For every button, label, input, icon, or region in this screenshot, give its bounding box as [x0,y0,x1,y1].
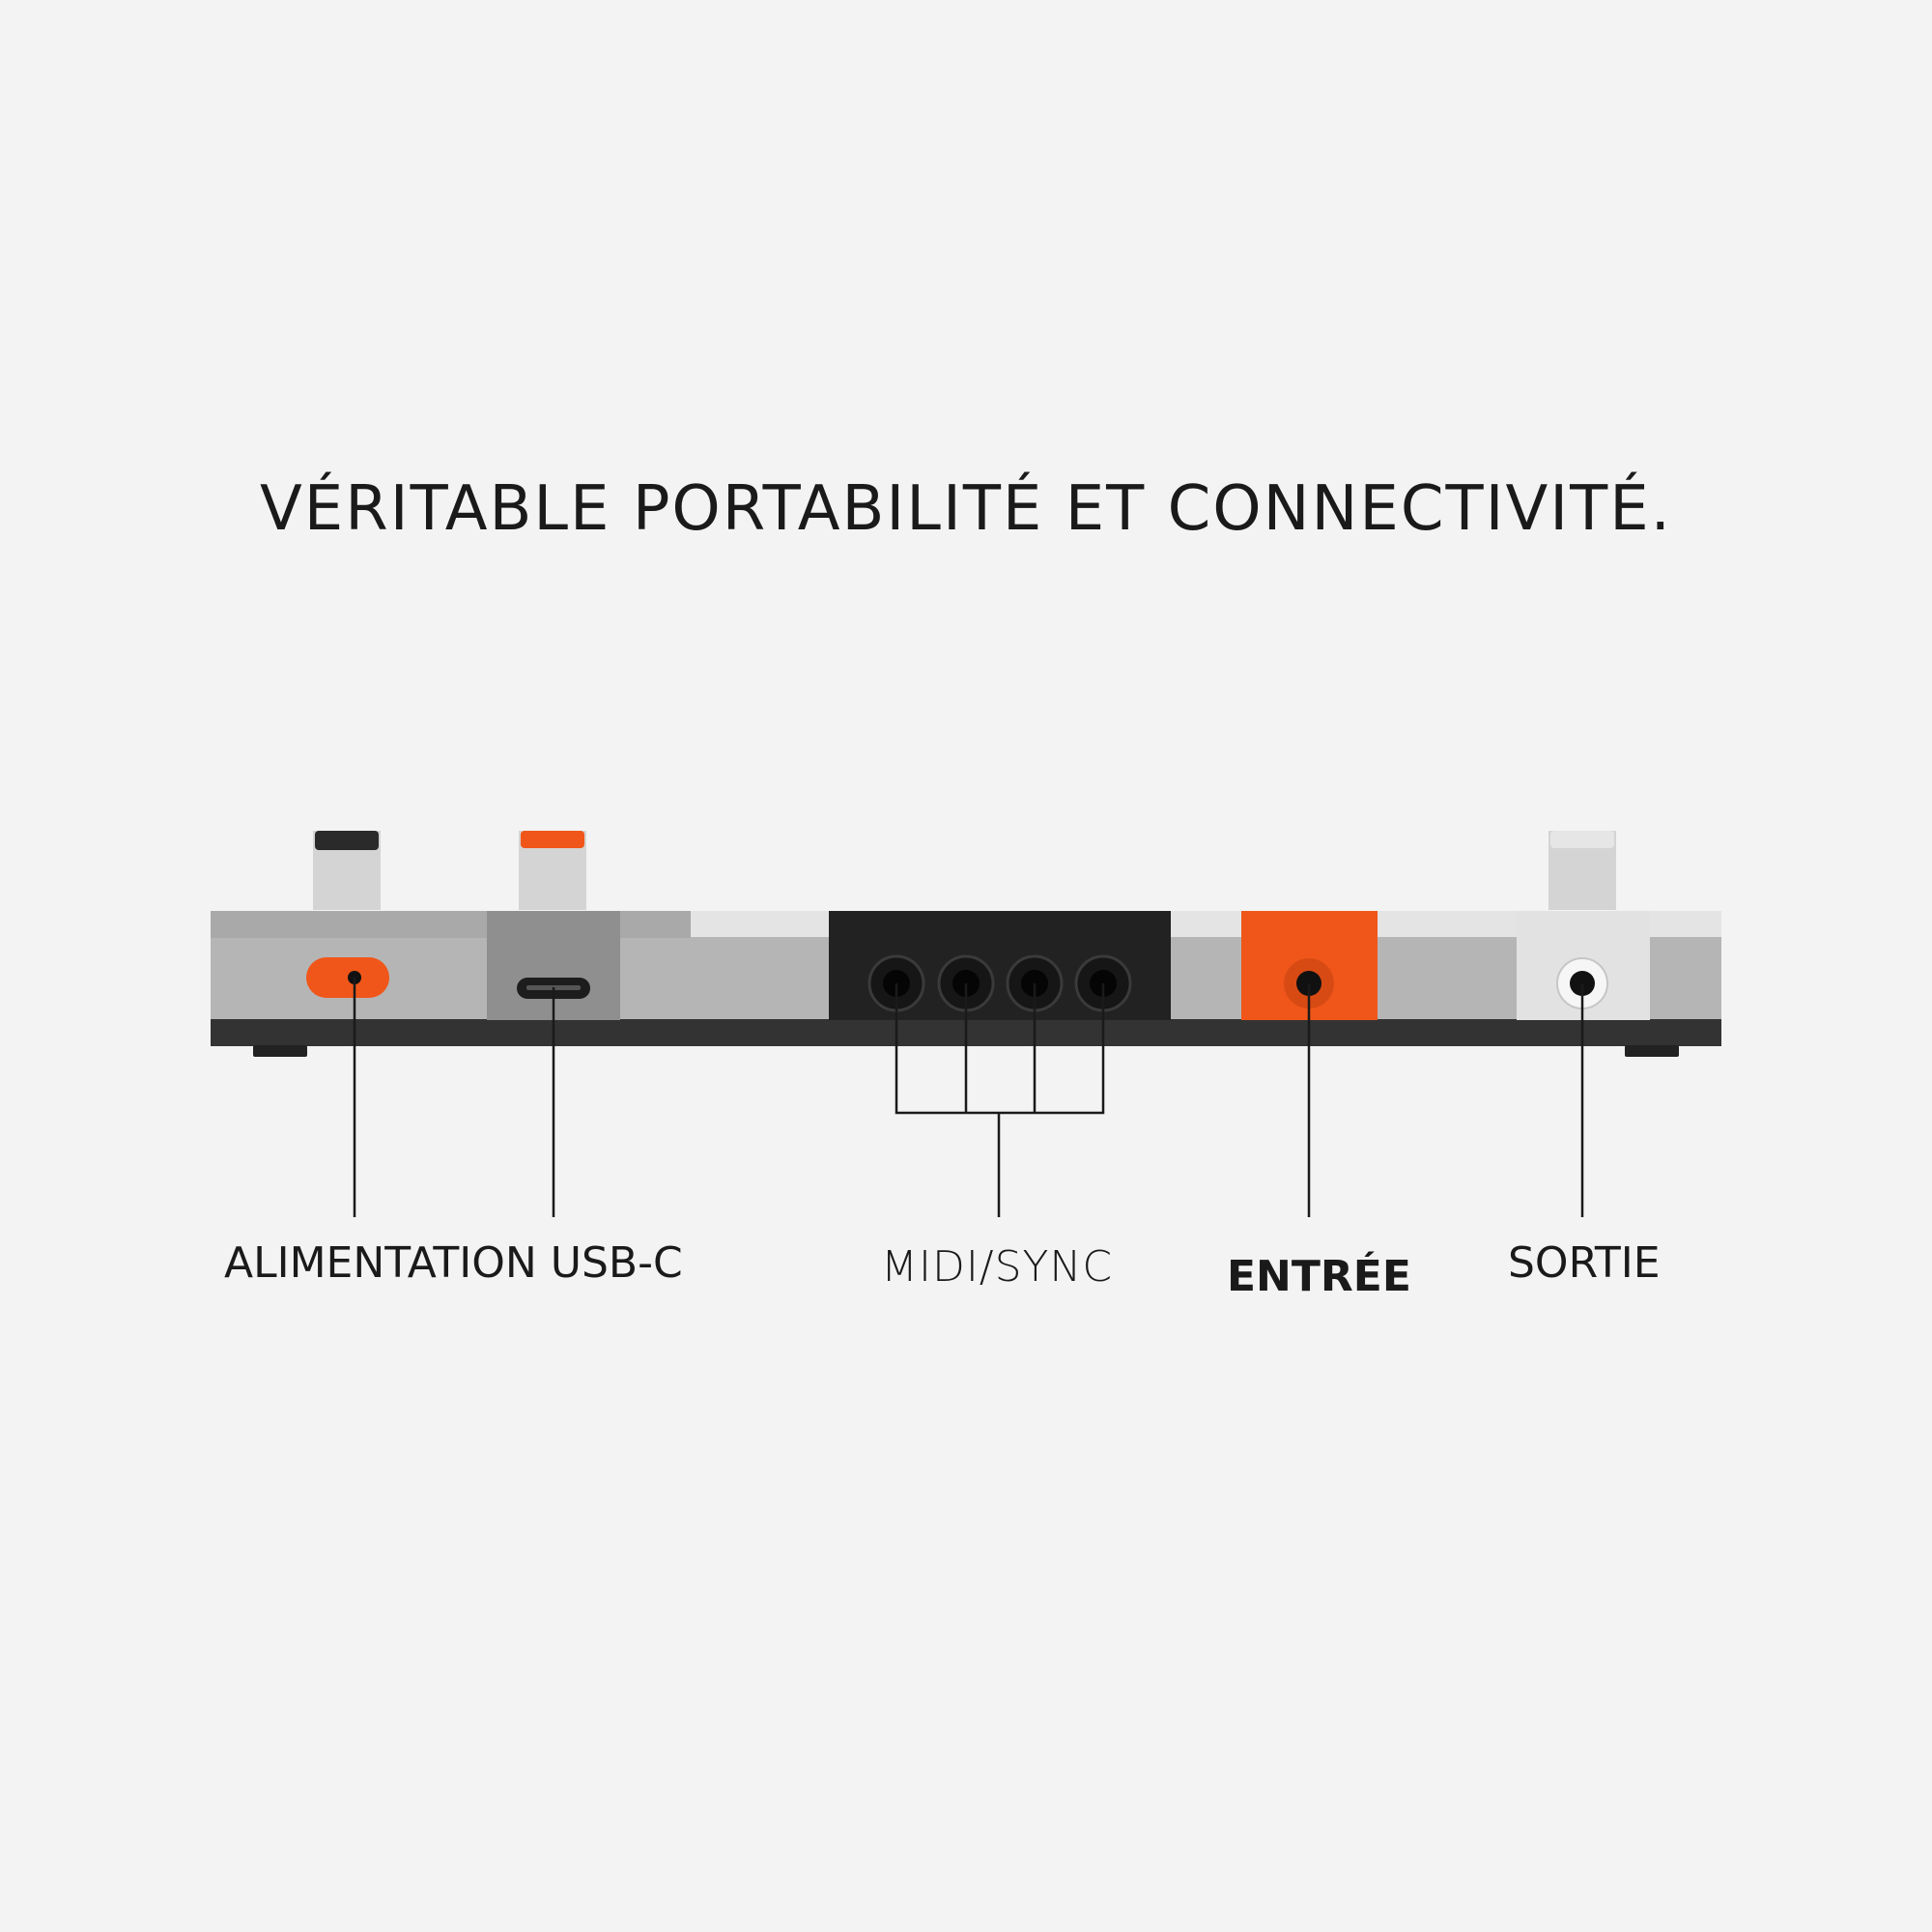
knob-black [313,831,381,910]
knob-white [1548,831,1616,910]
label-output: SORTIE [1508,1238,1661,1288]
label-midi-sync: MIDI/SYNC [881,1242,1114,1292]
power-switch [306,957,389,998]
headline: VÉRITABLE PORTABILITÉ ET CONNECTIVITÉ. [260,473,1672,545]
leader-lines [353,978,1584,1217]
foot-right [1625,1045,1679,1057]
knob-orange [519,831,586,910]
label-input: ENTRÉE [1227,1252,1411,1301]
midi-sync-panel [829,911,1171,1020]
foot-left [253,1045,307,1057]
label-power-usbc: ALIMENTATION USB-C [224,1238,683,1288]
